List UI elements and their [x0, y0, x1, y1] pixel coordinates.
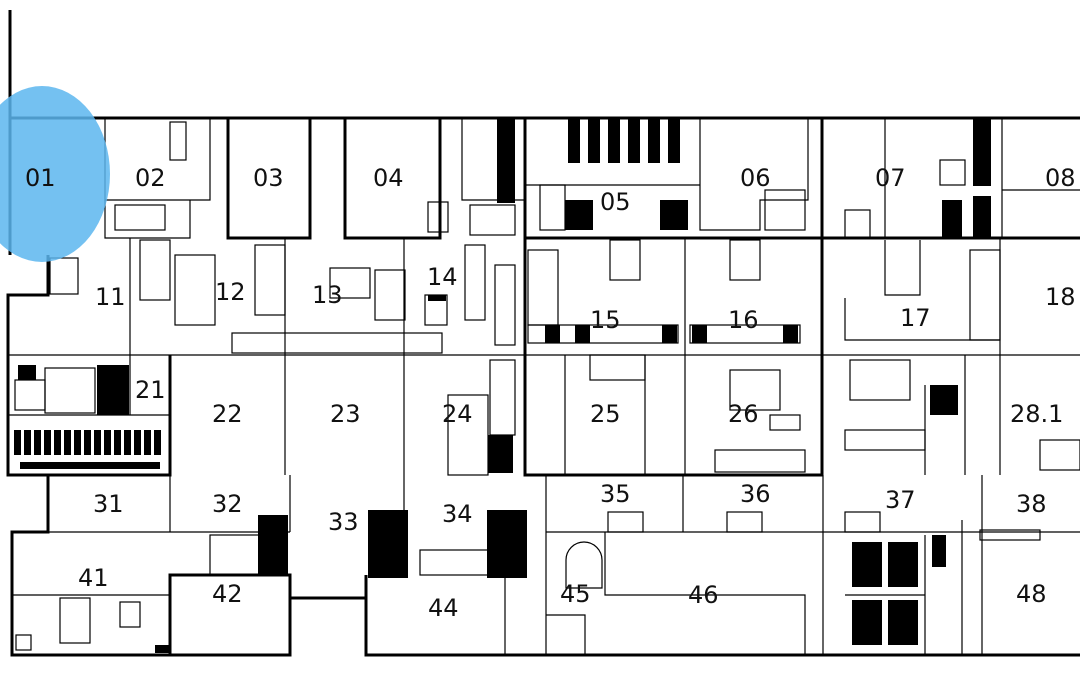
room-01-label[interactable]: 01	[25, 164, 56, 192]
room-26-label[interactable]: 26	[728, 400, 759, 428]
room-31-label[interactable]: 31	[93, 490, 124, 518]
room-02-label[interactable]: 02	[135, 164, 166, 192]
room-38-label[interactable]: 38	[1016, 490, 1047, 518]
room-42-label[interactable]: 42	[212, 580, 243, 608]
equipment-details	[14, 121, 1080, 651]
room-14-label[interactable]: 14	[427, 263, 458, 291]
room-46-label[interactable]: 46	[688, 581, 719, 609]
room-07-label[interactable]: 07	[875, 164, 906, 192]
room-11-label[interactable]: 11	[95, 283, 126, 311]
room-18-label[interactable]: 18	[1045, 283, 1076, 311]
room-48-label[interactable]: 48	[1016, 580, 1047, 608]
room-22-label[interactable]: 22	[212, 400, 243, 428]
room-23-label[interactable]: 23	[330, 400, 361, 428]
room-08-label[interactable]: 08	[1045, 164, 1076, 192]
room-44-label[interactable]: 44	[428, 594, 459, 622]
building-walls	[6, 10, 1080, 657]
room-16-label[interactable]: 16	[728, 306, 759, 334]
room-03-label[interactable]: 03	[253, 164, 284, 192]
room-04-label[interactable]: 04	[373, 164, 404, 192]
room-32-label[interactable]: 32	[212, 490, 243, 518]
room-35-label[interactable]: 35	[600, 480, 631, 508]
room-05-label[interactable]: 05	[600, 188, 631, 216]
room-33-label[interactable]: 33	[328, 508, 359, 536]
room-12-label[interactable]: 12	[215, 278, 246, 306]
room-13-label[interactable]: 13	[312, 281, 343, 309]
room-17-label[interactable]: 17	[900, 304, 931, 332]
room-41-label[interactable]: 41	[78, 564, 109, 592]
room-21-label[interactable]: 21	[135, 376, 166, 404]
room-25-label[interactable]: 25	[590, 400, 621, 428]
room-45-label[interactable]: 45	[560, 580, 591, 608]
room-15-label[interactable]: 15	[590, 306, 621, 334]
room-24-label[interactable]: 24	[442, 400, 473, 428]
room-labels[interactable]: 01 02 03 04 05 06 07 08 11 12 13 14 15 1…	[25, 164, 1076, 622]
room-34-label[interactable]: 34	[442, 500, 473, 528]
room-37-label[interactable]: 37	[885, 486, 916, 514]
room-28-1-label[interactable]: 28.1	[1010, 400, 1063, 428]
room-36-label[interactable]: 36	[740, 480, 771, 508]
selected-room-highlight	[0, 86, 110, 262]
solid-fixtures	[18, 118, 991, 653]
room-06-label[interactable]: 06	[740, 164, 771, 192]
bench-rows	[14, 430, 161, 469]
